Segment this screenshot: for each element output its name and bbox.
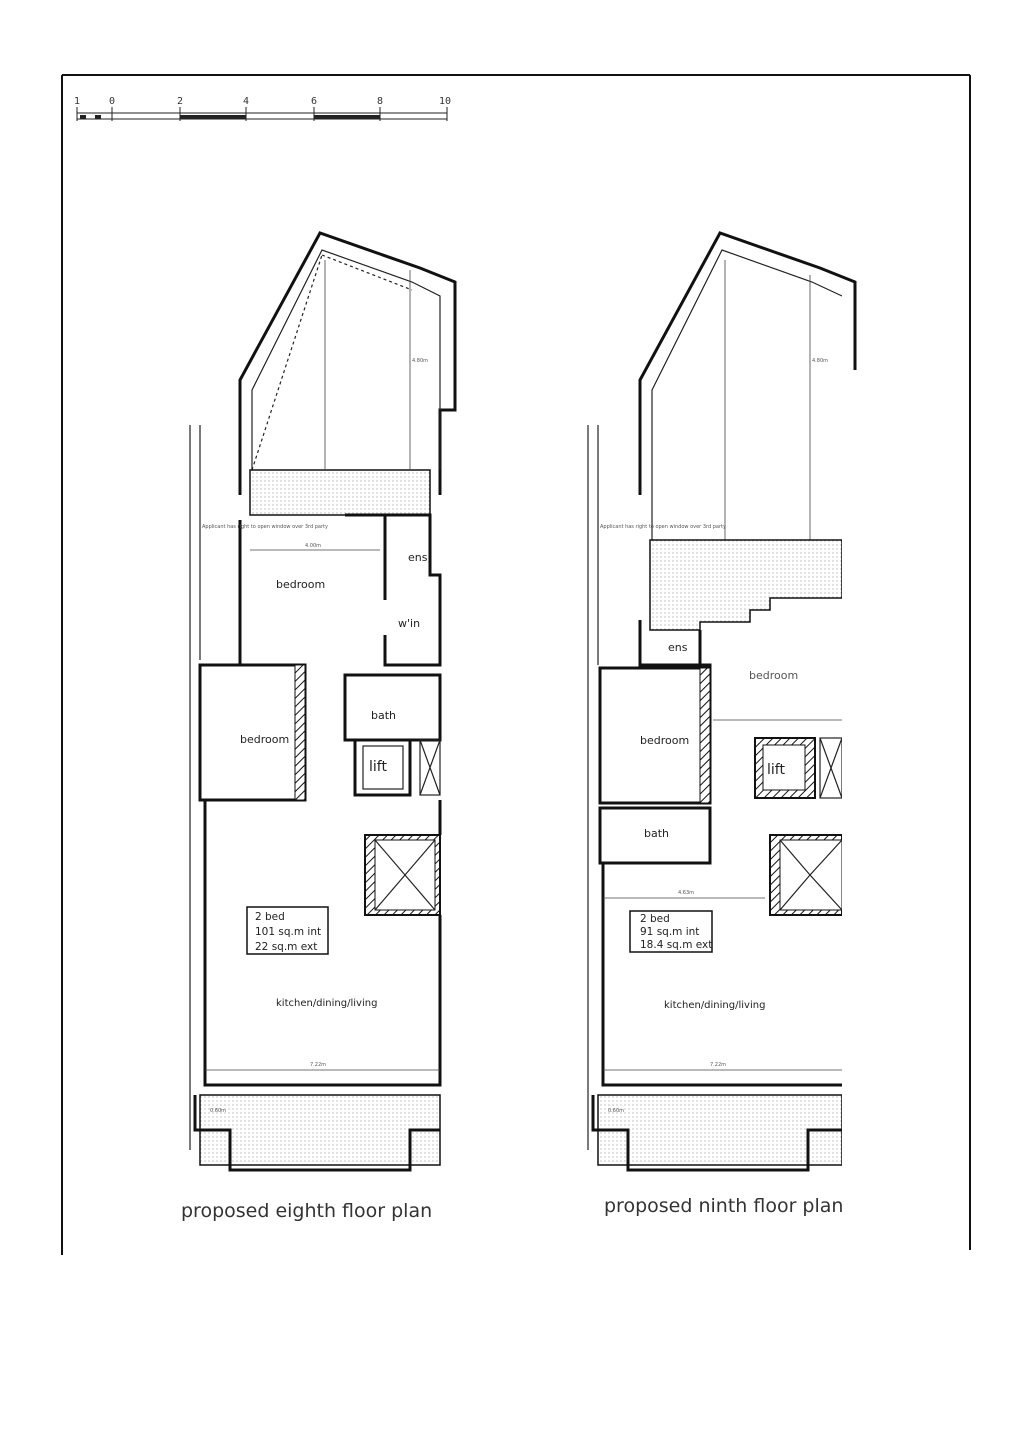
room-label-walkin: w'in: [398, 617, 420, 630]
room-label-bath: bath: [371, 709, 396, 722]
summary-external-area: 22 sq.m ext: [255, 941, 317, 953]
dimension-label: 4.00m: [305, 543, 321, 549]
plan-title: proposed eighth floor plan: [181, 1200, 432, 1222]
summary-bedrooms: 2 bed: [255, 911, 285, 923]
scale-tick-label: 2: [177, 96, 183, 107]
dimension-label: 7.22m: [310, 1062, 326, 1068]
sheet-border: [61, 74, 971, 1255]
dimension-label: 0.60m: [608, 1108, 624, 1114]
room-label-bedroom: bedroom: [749, 669, 798, 682]
party-wall-note: Applicant has right to open window over …: [600, 524, 726, 530]
scale-tick-label: 8: [377, 96, 383, 107]
room-label-living: kitchen/dining/living: [276, 998, 377, 1009]
unit-summary-box: [629, 910, 713, 953]
eighth-floor-plan: 4.80m 4.00m 7.22m 0.60m bedroom ens w'in…: [181, 231, 457, 1222]
scale-bar: 1 0 2 4 6 8 10: [74, 96, 451, 121]
room-label-bath: bath: [644, 827, 669, 840]
room-label-bedroom: bedroom: [276, 578, 325, 591]
sheet-crop-mask: [842, 370, 970, 1250]
dimension-label: 4.80m: [412, 358, 428, 364]
dimension-label: 4.80m: [812, 358, 828, 364]
summary-internal-area: 91 sq.m int: [640, 926, 699, 938]
unit-summary-box: [246, 906, 329, 955]
ninth-floor-plan: 4.80m ens 7.22m 4.63m 0.60m bedroom bedr…: [587, 231, 857, 1217]
room-label-bedroom: bedroom: [640, 734, 689, 747]
dimension-label: 0.60m: [210, 1108, 226, 1114]
room-label-living: kitchen/dining/living: [664, 1000, 765, 1011]
scale-tick-label: 0: [109, 96, 115, 107]
party-wall-note: Applicant has right to open window over …: [202, 524, 328, 530]
room-label-bedroom: bedroom: [240, 733, 289, 746]
summary-internal-area: 101 sq.m int: [255, 926, 321, 938]
summary-bedrooms: 2 bed: [640, 913, 670, 925]
dimension-label: 4.63m: [678, 890, 694, 896]
room-label-ensuite: ens: [668, 641, 688, 654]
summary-external-area: 18.4 sq.m ext: [640, 939, 712, 951]
room-label-ensuite: ens: [408, 551, 428, 564]
dimension-label: 7.22m: [710, 1062, 726, 1068]
scale-tick-label: 6: [311, 96, 317, 107]
plan-title: proposed ninth floor plan: [604, 1195, 843, 1217]
scale-tick-label: 1: [74, 96, 80, 107]
scale-tick-label: 10: [439, 96, 451, 107]
scale-tick-label: 4: [243, 96, 249, 107]
room-label-lift: lift: [767, 762, 785, 778]
room-label-lift: lift: [369, 759, 387, 775]
